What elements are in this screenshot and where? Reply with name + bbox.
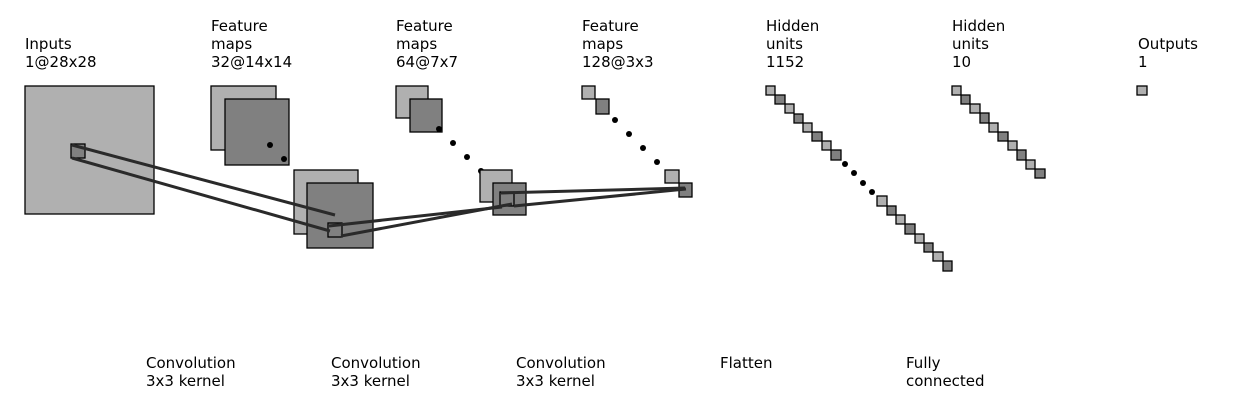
feature-map-128-back [581,85,596,100]
feature-map-128-dot [626,131,632,137]
hidden-unit [793,113,804,124]
layer-label-line: 10 [952,53,972,71]
feature-map-32-front-2 [306,182,374,249]
hidden-unit [1016,149,1027,161]
operation-label-convolution-2: Convolution 3x3 kernel [331,354,421,390]
hidden-unit [1025,159,1036,170]
layer-label-feature-maps-64: Feature maps 64@7x7 [396,17,458,71]
layer-label-line: 32@14x14 [211,53,293,71]
operation-label-line: Convolution [146,354,236,372]
layer-label-line: Feature [582,17,639,35]
hidden-unit [914,233,925,244]
operation-label-line: Convolution [331,354,421,372]
layer-label-hidden-units-10: Hidden units 10 [952,17,1005,71]
hidden-unit [969,103,981,114]
feature-map-128-dot [640,145,646,151]
hidden-unit [997,131,1009,142]
layer-label-line: Hidden [952,17,1006,35]
feature-map-128-back-2 [664,169,680,184]
connection-line [513,187,687,208]
feature-map-64-dot [450,140,456,146]
hidden-unit [821,140,832,151]
hidden-unit [784,103,795,114]
hidden-unit [932,251,944,262]
layer-label-line: 1 [1138,53,1148,71]
connection-line [71,156,331,233]
layer-label-line: 64@7x7 [396,53,459,71]
layer-label-line: Feature [396,17,453,35]
layer-label-line: Feature [211,17,268,35]
layer-label-line: Inputs [25,35,72,53]
connection-lines [71,143,687,238]
feature-map-64-front [409,98,443,133]
feature-map-64-dot [436,126,442,132]
hidden-unit [830,149,842,161]
hidden-unit [811,131,823,142]
feature-map-128-dot [654,159,660,165]
operation-label-line: connected [906,372,985,390]
operation-label-fully-connected: Fully connected [906,354,985,390]
operation-label-line: 3x3 kernel [146,372,225,390]
operation-label-line: Flatten [720,354,773,372]
layer-label-line: maps [582,35,624,53]
hidden-unit [774,94,786,105]
connection-line [500,186,686,195]
layer-label-line: Outputs [1138,35,1198,53]
feature-map-128-dot [612,117,618,123]
hidden-units-dot [842,161,848,167]
hidden-units-1152 [765,85,953,272]
feature-map-32-dot [281,156,287,162]
layer-label-feature-maps-32: Feature maps 32@14x14 [211,17,292,71]
hidden-unit [886,205,897,216]
feature-map-32-dot [267,142,273,148]
hidden-unit [802,122,813,133]
output-unit [1136,85,1148,96]
operation-label-convolution-3: Convolution 3x3 kernel [516,354,606,390]
layer-label-line: maps [211,35,253,53]
hidden-units-dot [860,180,866,186]
layer-label-line: units [952,35,989,53]
connection-line [340,202,513,238]
operation-label-flatten: Flatten [720,354,773,372]
operation-label-convolution-1: Convolution 3x3 kernel [146,354,236,390]
layer-label-hidden-units-1152: Hidden units 1152 [766,17,819,71]
connection-line [71,143,336,217]
feature-map-128-front [595,98,610,115]
operation-label-line: Fully [906,354,941,372]
hidden-unit [923,242,934,253]
feature-map-64-dot [464,154,470,160]
layer-label-line: maps [396,35,438,53]
hidden-unit [1034,168,1046,179]
layer-label-line: Hidden [766,17,820,35]
operation-label-line: 3x3 kernel [331,372,410,390]
layer-label-line: 1152 [766,53,805,71]
hidden-unit [942,260,953,272]
hidden-unit [765,85,776,96]
hidden-units-10 [951,85,1046,179]
hidden-units-dot [851,170,857,176]
hidden-unit [1007,140,1018,151]
feature-map-32-front [224,98,290,166]
layer-label-outputs: Outputs 1 [1138,35,1198,71]
layer-label-line: units [766,35,803,53]
layer-label-line: 128@3x3 [582,53,654,71]
operation-label-line: Convolution [516,354,606,372]
hidden-unit [960,94,971,105]
hidden-unit [876,195,888,207]
layer-label-feature-maps-128: Feature maps 128@3x3 [582,17,654,71]
hidden-unit [951,85,962,96]
hidden-units-dot [869,189,875,195]
layer-label-line: 1@28x28 [25,53,97,71]
hidden-unit [979,112,990,124]
hidden-unit [988,122,999,133]
layer-label-inputs: Inputs 1@28x28 [25,35,97,71]
operation-label-line: 3x3 kernel [516,372,595,390]
hidden-unit [904,223,916,235]
hidden-unit [895,214,906,225]
